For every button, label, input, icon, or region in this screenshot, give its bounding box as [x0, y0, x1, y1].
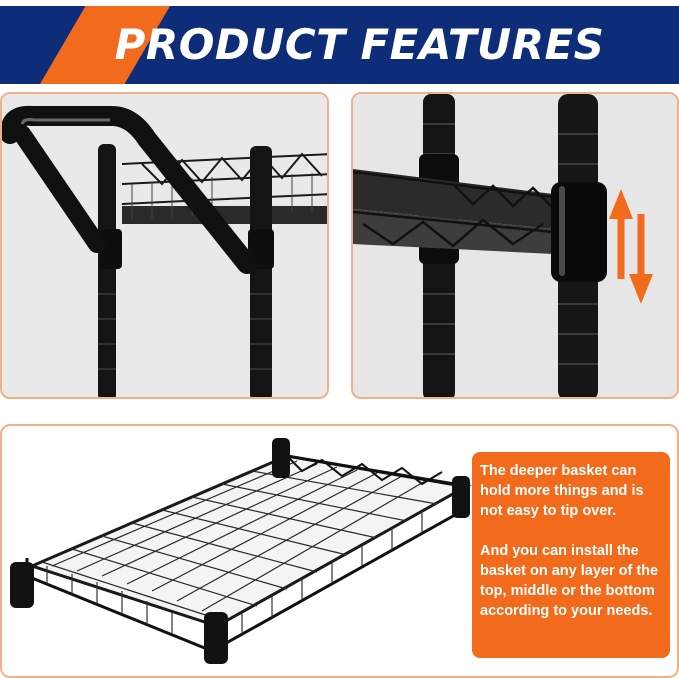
handle-detail-panel [0, 92, 329, 399]
shelf-sleeve-illustration [353, 94, 677, 397]
callout-paragraph-1: The deeper basket can hold more things a… [480, 463, 644, 519]
adjustable-shelf-panel [351, 92, 679, 399]
up-down-arrows-icon [609, 189, 653, 304]
callout-spacer [480, 521, 662, 541]
basket-description-callout: The deeper basket can hold more things a… [472, 452, 670, 658]
product-features-banner: PRODUCT FEATURES [0, 0, 679, 84]
wire-basket-illustration [10, 438, 472, 664]
banner-title: PRODUCT FEATURES [114, 20, 605, 69]
handle-shelf-illustration [2, 94, 327, 397]
callout-paragraph-2: And you can install the basket on any la… [480, 543, 659, 619]
